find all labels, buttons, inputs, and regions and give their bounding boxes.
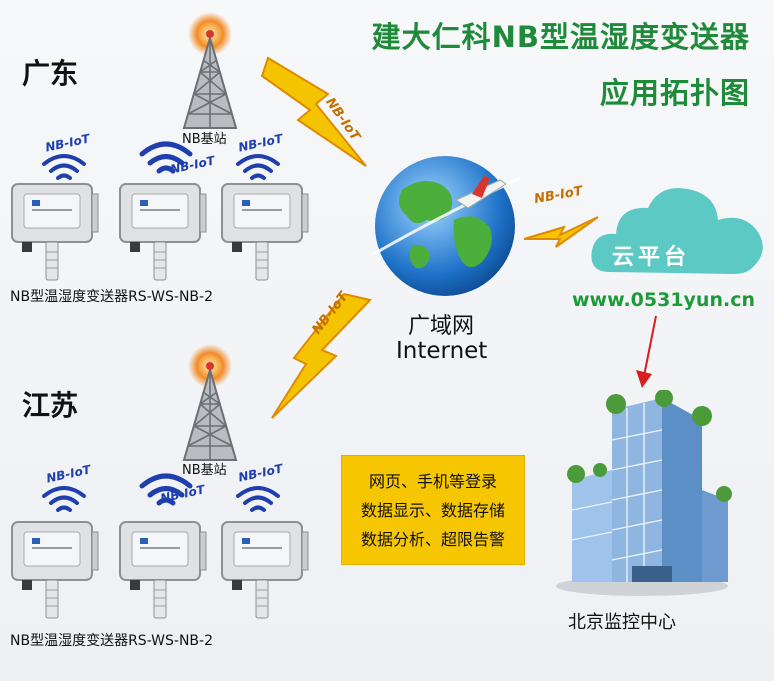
sensor-device-icon [221,183,309,281]
sensor-device-icon [221,521,309,619]
tower-icon [182,12,238,129]
wifi-signal-icon [139,141,193,174]
lightning-bolt-icon [260,56,367,167]
wifi-signal-icon [42,154,86,180]
sensor-device-icon [11,521,99,619]
nb-iot-bolt-tag: NB-IoT [533,183,584,208]
sensor-device-icon [119,183,207,281]
arrow-down-icon [636,315,657,388]
sensor-device-icon [119,521,207,619]
features-box: 网页、手机等登录 数据显示、数据存储 数据分析、超限告警 [341,455,525,565]
feature-line: 网页、手机等登录 [368,471,497,491]
wifi-signal-icon [236,486,280,512]
wifi-signal-icon [139,473,193,506]
wifi-signal-icon [42,486,86,512]
station-label-top: NB基站 [182,132,227,147]
feature-line: 数据分析、超限告警 [360,529,505,549]
feature-line: 数据显示、数据存储 [360,500,505,520]
cloud-platform-label: 云平台 [612,245,691,270]
monitor-center-label: 北京监控中心 [568,612,676,633]
cloud-url[interactable]: www.0531yun.cn [572,289,755,311]
device-label-bottom: NB型温湿度变送器RS-WS-NB-2 [10,633,213,649]
cloud-icon [591,188,763,274]
network-label-en: Internet [396,338,488,364]
globe-icon [373,156,521,296]
title-line-1: 建大仁科NB型温湿度变送器 [371,20,750,54]
region-guangdong: 广东 [22,57,79,90]
network-label-cn: 广域网 [408,314,475,339]
station-label-bottom: NB基站 [182,463,227,478]
lightning-bolt-icon [523,216,599,248]
wifi-signal-icon [236,154,280,180]
sensor-device-icon [11,183,99,281]
tower-icon [182,344,238,461]
lightning-bolt-icon [271,292,372,419]
device-label-top: NB型温湿度变送器RS-WS-NB-2 [10,289,213,305]
building-icon [556,390,732,596]
title-line-2: 应用拓扑图 [599,76,750,110]
region-jiangsu: 江苏 [22,389,79,422]
